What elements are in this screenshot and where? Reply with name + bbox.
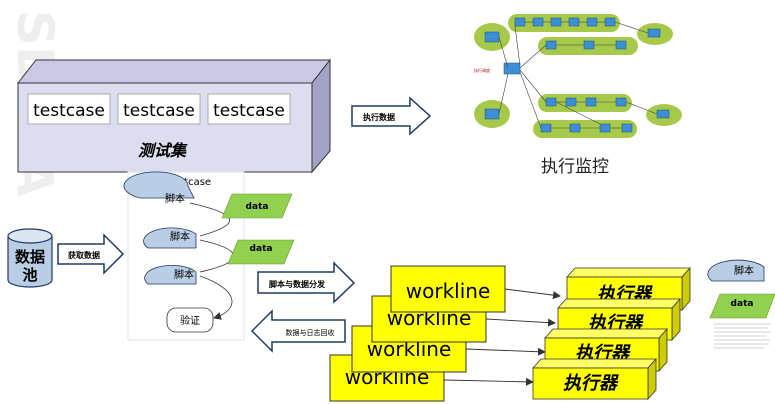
legend-notes-block <box>714 323 770 349</box>
script-shape-1 <box>123 171 195 199</box>
executor-box-4: 执行器 <box>532 357 657 401</box>
legend-script-shape <box>707 259 765 282</box>
script-label-3: 脚本 <box>174 268 194 281</box>
executor-stack: 执行器 执行器 执行器 执行器 <box>532 266 691 401</box>
data-pool-label-line1: 数据 <box>15 248 45 266</box>
suite-testcase-1 <box>27 93 111 125</box>
execution-monitor-diagram: 执行调度 <box>474 14 682 138</box>
script-label-2: 脚本 <box>170 230 190 243</box>
workline-executor-connectors <box>443 288 561 386</box>
data-pool-cylinder: 数据 池 <box>7 228 53 288</box>
verify-box <box>166 307 214 333</box>
script-shape-3 <box>144 265 197 285</box>
execute-data-arrow: 执行数据 <box>351 96 432 136</box>
script-shape-2 <box>143 227 197 249</box>
script-label-1: 脚本 <box>165 192 185 205</box>
execute-data-label: 执行数据 <box>363 112 395 122</box>
monitor-center-node-label: 执行调度 <box>474 67 490 73</box>
legend-data-label: data <box>731 299 754 309</box>
data-shape-1 <box>221 193 293 219</box>
script-data-dispatch-label: 脚本与数据分发 <box>269 279 326 289</box>
data-label-2: data <box>250 244 273 254</box>
test-suite-box: testcase testcase testcase 测试集 <box>16 58 332 174</box>
monitor-capsule-4 <box>533 120 637 138</box>
legend-data-shape <box>709 293 775 319</box>
legend-script-label: 脚本 <box>734 264 754 277</box>
suite-testcase-2 <box>117 93 201 125</box>
testcase-detail-title: testcase <box>169 177 211 188</box>
data-pool-label-line2: 池 <box>22 266 37 284</box>
suite-testcase-3 <box>207 93 291 125</box>
legend: 脚本 data <box>707 259 775 349</box>
workline-label-1: workline <box>406 279 491 303</box>
data-log-collect-arrow: 数据与日志回收 <box>250 309 346 353</box>
data-shape-2 <box>227 239 295 265</box>
workline-box-1 <box>390 265 506 313</box>
test-suite-label: 测试集 <box>138 141 188 160</box>
testcase-detail-panel: testcase 脚本 脚本 脚本 data data 验证 <box>123 171 295 341</box>
verify-label: 验证 <box>180 314 200 327</box>
suite-testcase-1-label: testcase <box>33 101 105 121</box>
execution-monitor-label: 执行监控 <box>541 157 609 177</box>
fetch-data-label: 获取数据 <box>67 250 100 260</box>
suite-testcase-3-label: testcase <box>213 101 285 121</box>
script-data-dispatch-arrow: 脚本与数据分发 <box>257 261 356 304</box>
executor-label-4: 执行器 <box>563 373 619 394</box>
workline-stack: workline workline workline workline <box>329 265 506 402</box>
suite-testcase-2-label: testcase <box>123 101 195 121</box>
fetch-data-arrow: 获取数据 <box>57 233 125 275</box>
data-log-collect-label: 数据与日志回收 <box>286 328 335 337</box>
data-label-1: data <box>246 202 269 212</box>
monitor-capsule-3 <box>538 94 632 112</box>
